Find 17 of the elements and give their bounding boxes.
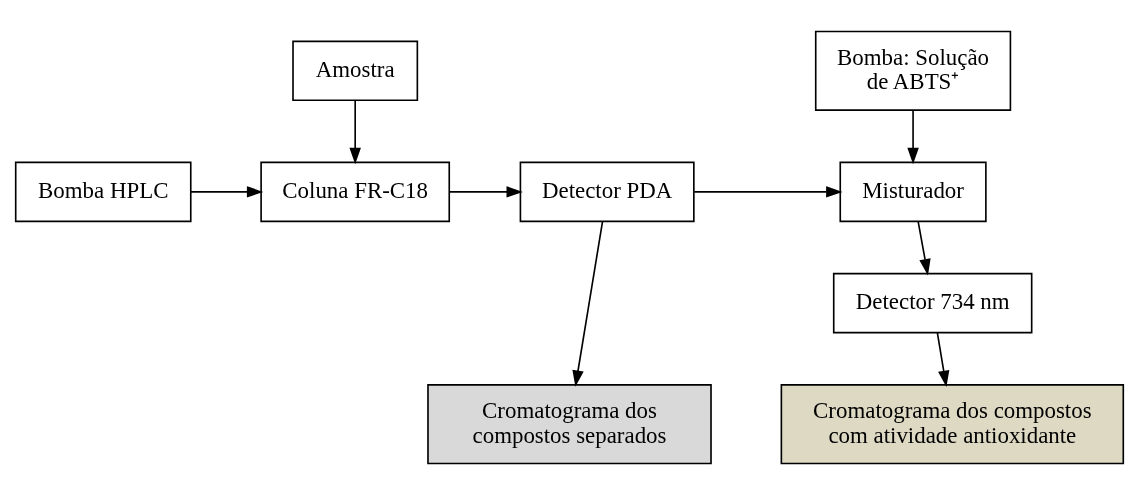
- arrow: [936, 331, 950, 388]
- arrow: [448, 186, 523, 198]
- arrow: [572, 220, 604, 387]
- arrow: [349, 99, 361, 165]
- node-box: Cromatograma dos compostos com atividade antioxidante: [780, 384, 1125, 465]
- arrow: [190, 186, 264, 198]
- arrow: [917, 221, 931, 276]
- arrow: [693, 186, 843, 198]
- node-box: Amostra: [292, 40, 419, 102]
- node-box: Misturador: [839, 161, 987, 223]
- node-box: Bomba HPLC: [14, 161, 192, 223]
- node-box: Bomba: Solução de ABTS⁺: [814, 30, 1012, 111]
- arrow: [907, 109, 919, 165]
- node-box: Cromatograma dos compostos separados: [427, 384, 712, 465]
- node-box: Detector 734 nm: [832, 272, 1033, 334]
- node-box: Detector PDA: [519, 161, 695, 223]
- node-box: Coluna FR-C18: [260, 161, 451, 223]
